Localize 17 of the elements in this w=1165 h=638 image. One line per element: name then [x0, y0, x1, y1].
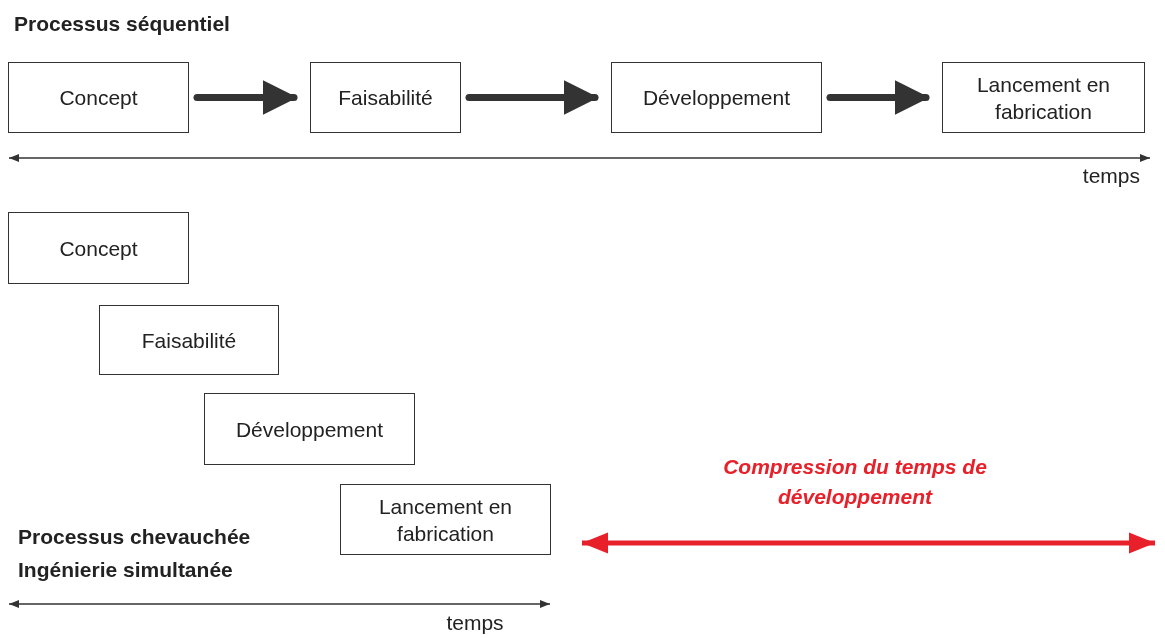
- arrow: [193, 80, 298, 115]
- process-box: Faisabilité: [99, 305, 279, 375]
- annotation-text: Compression du temps de développement: [722, 454, 988, 510]
- process-box: Développement: [611, 62, 822, 133]
- subheading: Ingénierie simultanée: [18, 557, 234, 583]
- process-box: Développement: [204, 393, 415, 465]
- arrow: [826, 80, 930, 115]
- process-box: Lancement en fabrication: [340, 484, 551, 555]
- arrow: [465, 80, 599, 115]
- process-box: Concept: [8, 62, 189, 133]
- axis-label: temps: [445, 610, 505, 636]
- process-box: Faisabilité: [310, 62, 461, 133]
- axis-label: temps: [1081, 163, 1140, 189]
- process-box: Concept: [8, 212, 189, 284]
- heading: Processus séquentiel: [14, 11, 231, 37]
- heading: Processus chevauchée: [18, 524, 252, 550]
- process-box: Lancement en fabrication: [942, 62, 1145, 133]
